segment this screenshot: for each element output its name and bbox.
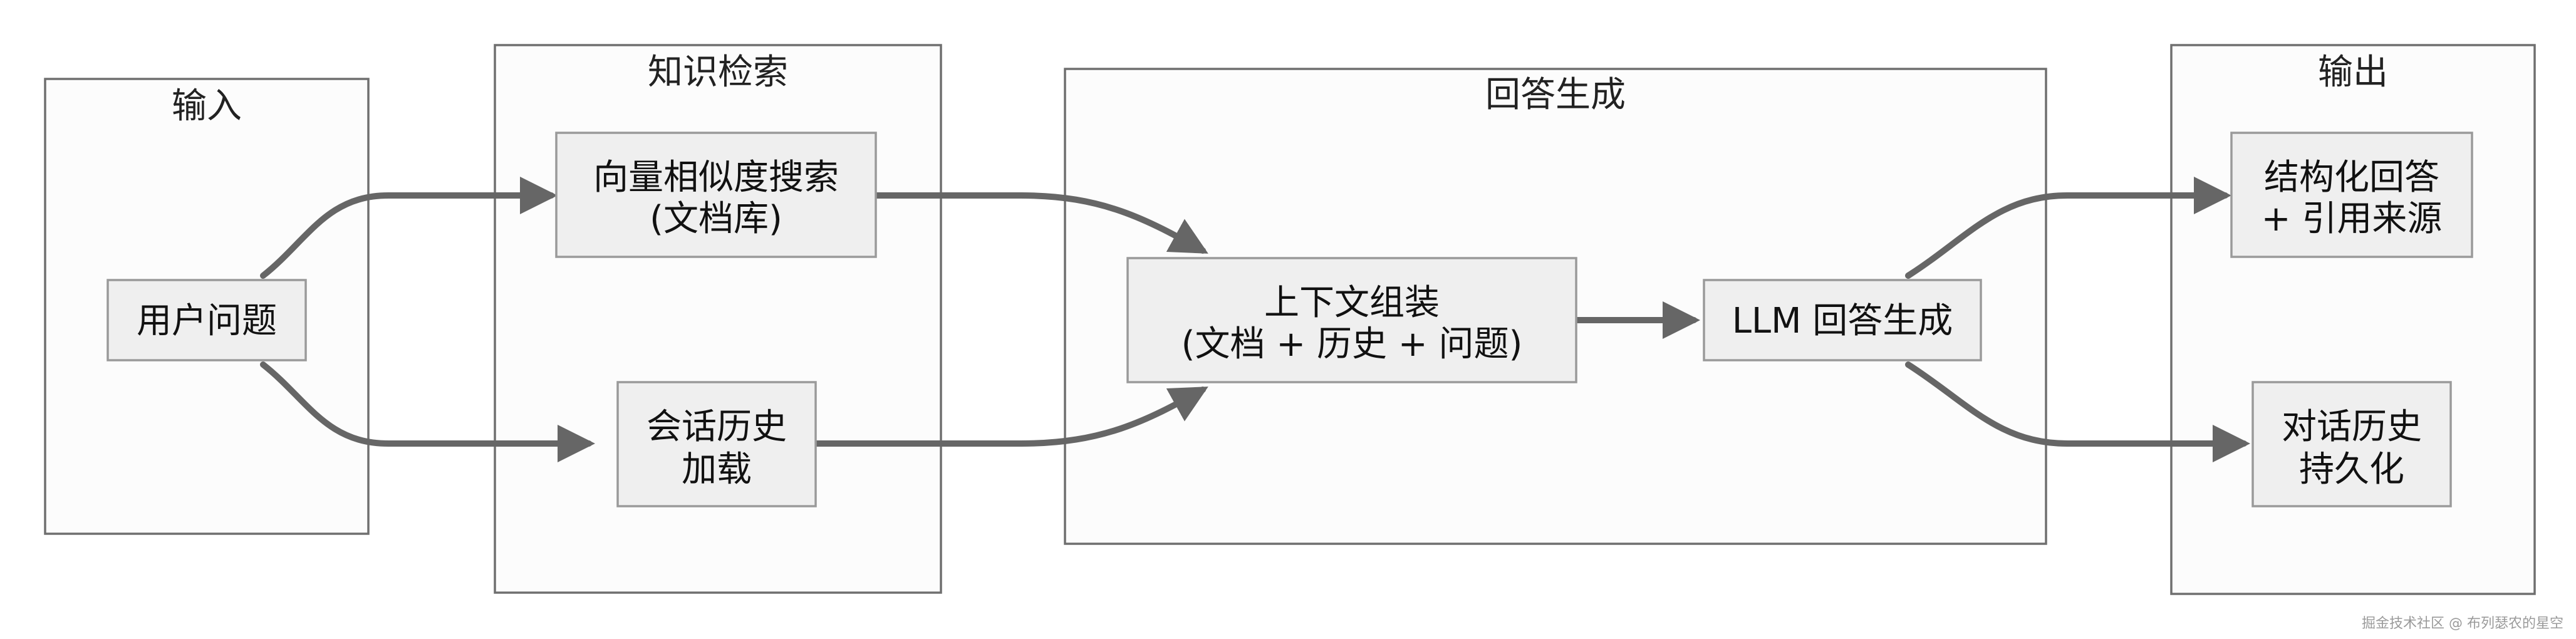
cluster-generation-title: 回答生成 <box>1485 75 1626 115</box>
node-history-persist: 对话历史 持久化 <box>2251 381 2452 507</box>
node-structured-answer-line-2: + 引用来源 <box>2262 199 2443 239</box>
cluster-retrieval-title: 知识检索 <box>648 52 788 93</box>
cluster-input-title: 输入 <box>172 86 242 127</box>
node-vector-search: 向量相似度搜索 (文档库) <box>555 132 877 258</box>
watermark: 掘金技术社区 @ 布列瑟农的星空 <box>2362 616 2563 631</box>
edge-llm-to-persist <box>1905 361 2250 462</box>
node-vector-search-line-1: 向量相似度搜索 <box>593 157 839 198</box>
node-history-persist-line-1: 对话历史 <box>2282 407 2422 447</box>
edge-question-to-history <box>260 361 595 462</box>
node-llm-generate-label: LLM 回答生成 <box>1732 301 1953 341</box>
node-structured-answer-line-1: 结构化回答 <box>2264 157 2439 198</box>
node-llm-generate: LLM 回答生成 <box>1703 279 1982 361</box>
node-vector-search-line-2: (文档库) <box>650 199 782 239</box>
cluster-retrieval: 知识检索 <box>494 44 942 594</box>
node-structured-answer: 结构化回答 + 引用来源 <box>2230 132 2473 258</box>
node-context-assembly-line-1: 上下文组装 <box>1264 283 1440 323</box>
edge-search-to-assembly <box>873 192 1208 254</box>
edge-llm-to-answer <box>1905 177 2231 279</box>
edge-question-to-search <box>260 177 558 279</box>
node-history-load-line-1: 会话历史 <box>647 407 787 447</box>
edge-history-to-assembly <box>813 387 1208 447</box>
node-history-load-line-2: 加载 <box>682 449 752 490</box>
cluster-output-title: 输出 <box>2318 52 2388 93</box>
node-user-question-label: 用户问题 <box>137 301 277 341</box>
cluster-output: 输出 <box>2170 44 2536 595</box>
node-user-question: 用户问题 <box>106 279 307 361</box>
node-context-assembly: 上下文组装 (文档 + 历史 + 问题) <box>1126 257 1577 383</box>
node-history-load: 会话历史 加载 <box>616 381 817 507</box>
node-context-assembly-line-2: (文档 + 历史 + 问题) <box>1182 324 1523 365</box>
node-history-persist-line-2: 持久化 <box>2299 449 2404 490</box>
